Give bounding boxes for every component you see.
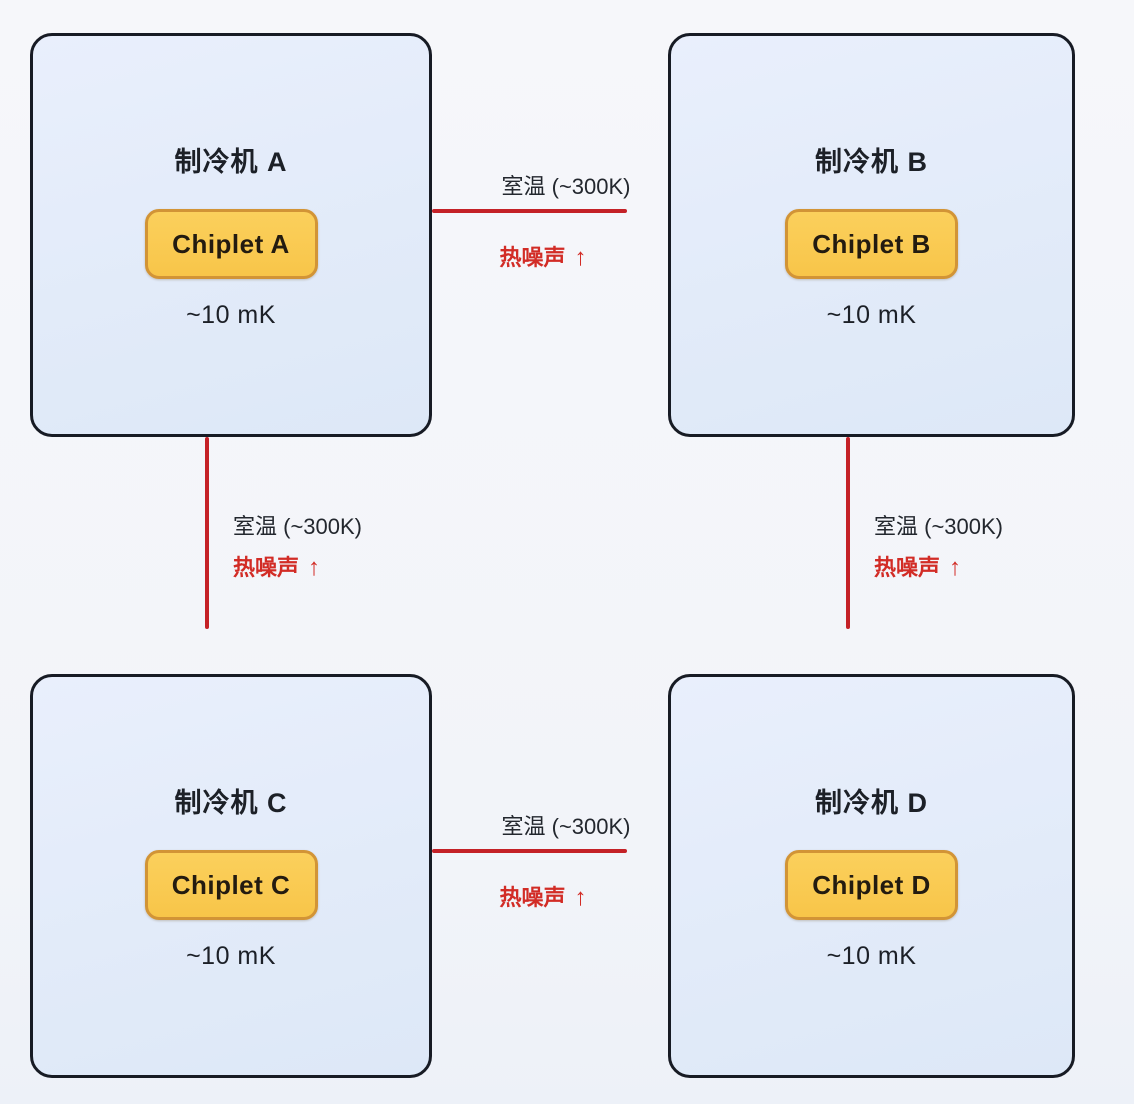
temperature-label-d: ~10 mK: [826, 942, 917, 970]
temperature-label-b: ~10 mK: [826, 301, 917, 329]
chiplet-box-b: Chiplet B: [785, 209, 958, 279]
thermal-link-line-a-b: [432, 209, 627, 213]
room-temp-label-b-d: 室温 (~300K): [874, 514, 1003, 539]
fridge-title-d: 制冷机 D: [815, 788, 928, 818]
thermal-link-line-a-c: [205, 437, 209, 629]
thermal-noise-text: 热噪声: [233, 555, 300, 580]
room-temp-label-c-d: 室温 (~300K): [501, 814, 631, 839]
chiplet-label-a: Chiplet A: [172, 228, 290, 259]
fridge-unit-a: 制冷机 A Chiplet A ~10 mK: [30, 33, 432, 437]
chiplet-box-d: Chiplet D: [785, 850, 958, 920]
chiplet-box-c: Chiplet C: [144, 850, 318, 920]
chiplet-box-a: Chiplet A: [144, 209, 318, 279]
up-arrow-icon: ↑: [574, 884, 587, 911]
thermal-noise-label-a-b: 热噪声 ↑: [499, 245, 586, 270]
chiplet-label-b: Chiplet B: [812, 228, 931, 259]
fridge-unit-d: 制冷机 D Chiplet D ~10 mK: [668, 674, 1075, 1078]
thermal-noise-text: 热噪声: [499, 245, 566, 270]
thermal-link-line-c-d: [432, 849, 627, 853]
chiplet-label-d: Chiplet D: [812, 869, 931, 900]
thermal-noise-label-b-d: 热噪声 ↑: [874, 555, 961, 580]
up-arrow-icon: ↑: [308, 554, 321, 581]
temperature-label-a: ~10 mK: [186, 301, 276, 329]
temperature-label-c: ~10 mK: [186, 942, 276, 970]
thermal-link-line-b-d: [846, 437, 850, 629]
fridge-title-b: 制冷机 B: [815, 147, 928, 177]
thermal-noise-text: 热噪声: [874, 555, 941, 580]
up-arrow-icon: ↑: [574, 244, 587, 271]
fridge-unit-b: 制冷机 B Chiplet B ~10 mK: [668, 33, 1075, 437]
room-temp-label-a-c: 室温 (~300K): [233, 514, 362, 539]
fridge-title-a: 制冷机 A: [174, 147, 288, 177]
thermal-noise-label-a-c: 热噪声 ↑: [233, 555, 320, 580]
up-arrow-icon: ↑: [949, 554, 962, 581]
thermal-noise-label-c-d: 热噪声 ↑: [499, 885, 586, 910]
fridge-title-c: 制冷机 C: [174, 788, 288, 818]
fridge-unit-c: 制冷机 C Chiplet C ~10 mK: [30, 674, 432, 1078]
chiplet-label-c: Chiplet C: [171, 869, 291, 900]
thermal-noise-text: 热噪声: [499, 885, 566, 910]
room-temp-label-a-b: 室温 (~300K): [501, 174, 631, 199]
